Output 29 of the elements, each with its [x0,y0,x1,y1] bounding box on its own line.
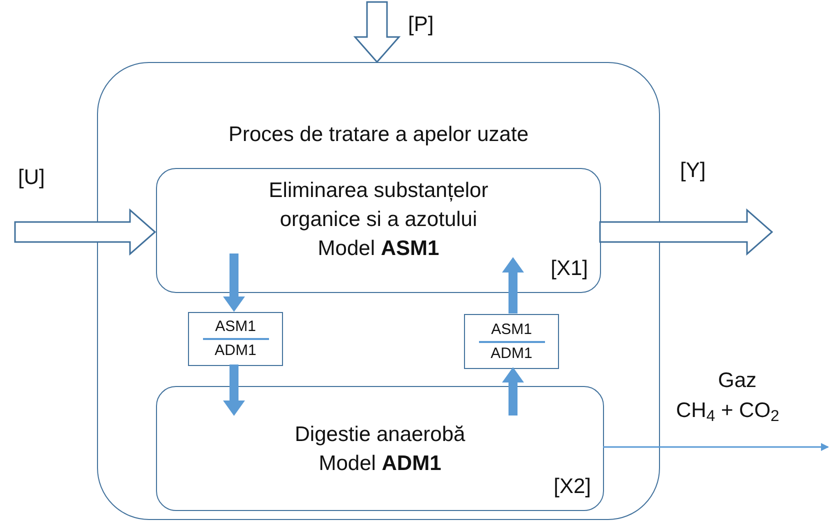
process-box [97,62,660,520]
block-arrow [14,208,156,256]
model-label: ASM1 [491,320,532,338]
block-arrow [502,257,524,314]
model-name: Model ADM1 [318,451,442,477]
block-arrow [502,367,524,416]
stage-description: Eliminarea substanțelor organice si a azotului [268,178,490,233]
block-arrow [223,254,245,312]
model-label: ADM1 [214,342,256,360]
block-arrow [353,1,401,64]
block-arrow [599,208,774,256]
model-name: Model ASM1 [318,236,440,262]
arrow [603,443,829,451]
process-box [156,386,604,511]
converter-box [464,314,559,369]
model-label: ASM1 [215,318,256,336]
signal-label: [U] [18,165,45,191]
signal-label: [Y] [680,158,706,184]
model-label: ADM1 [490,344,532,362]
block-arrow [223,364,245,416]
stage-description: Digestie anaerobă [294,422,466,448]
output-label: CH$_{4}$ + CO$_{2}$ [676,398,780,424]
state-label: [X1] [550,256,588,282]
process-box [156,168,601,293]
signal-label: [P] [408,12,434,38]
converter-box [188,312,283,366]
state-label: [X2] [554,474,591,500]
process-title: Proces de tratare a apelor uzate [228,122,528,148]
output-label: Gaz [718,368,757,394]
